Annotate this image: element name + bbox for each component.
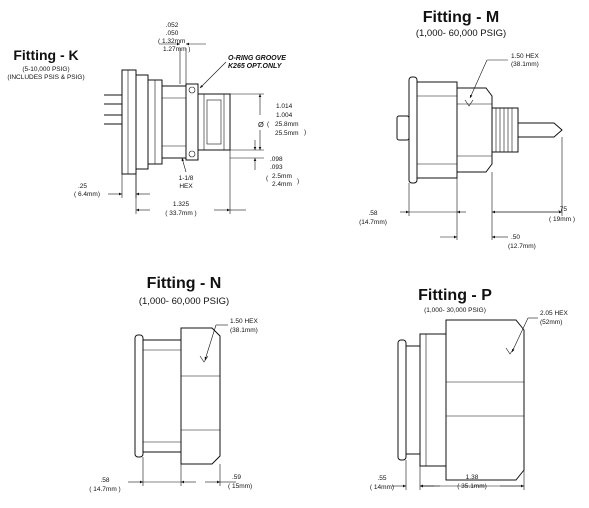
fitting-p: Fitting - P (1,000- 30,000 PSIG) 2.05 HE… xyxy=(370,287,569,491)
k-dia-c: 25.8mm xyxy=(275,121,298,128)
n-body-a: .58 xyxy=(100,477,109,484)
k-dep-paren-close: ) xyxy=(297,178,299,185)
k-tol-b: .050 xyxy=(166,30,179,37)
m-body-a: .58 xyxy=(368,210,377,217)
k-dia-paren-close: ) xyxy=(304,129,306,136)
p-hex-a: 2.05 HEX xyxy=(540,310,568,317)
m-tip-a: .75 xyxy=(558,206,567,213)
fitting-p-body xyxy=(397,319,525,481)
n-hex-a: 1.50 HEX xyxy=(230,318,258,325)
k-len-a: 1.325 xyxy=(173,201,190,208)
fitting-k-range: (5-10,000 PSIG) xyxy=(22,66,69,73)
fitting-m-dimensions: 1.50 HEX (38.1mm) .58 (14.7mm) .75 ( 19m… xyxy=(359,53,575,250)
k-len-b: ( 33.7mm ) xyxy=(165,210,196,217)
n-hexlen-b: ( 15mm) xyxy=(228,483,252,490)
fitting-k-title: Fitting - K xyxy=(13,47,78,63)
fitting-k-body xyxy=(104,69,231,175)
m-hex-b: (38.1mm) xyxy=(511,61,539,68)
n-hexlen-a: .59 xyxy=(232,474,241,481)
fitting-n-dimensions: 1.50 HEX (38.1mm) .58 ( 14.7mm ) .59 ( 1… xyxy=(89,318,258,493)
p-body-b: ( 14mm) xyxy=(370,484,394,491)
n-body-b: ( 14.7mm ) xyxy=(89,486,120,493)
m-hexlen-b: (12.7mm) xyxy=(508,243,536,250)
fitting-p-title: Fitting - P xyxy=(418,287,492,304)
fitting-k-note: (INCLUDES PSIS & PSIG) xyxy=(7,74,84,81)
k-flange-b: ( 6.4mm) xyxy=(74,191,100,198)
p-body-a: .55 xyxy=(377,475,386,482)
fitting-k-dimensions: .052 .050 ( 1.32mm 1.27mm ) O-RING GROOV… xyxy=(74,22,306,217)
fitting-m-title: Fitting - M xyxy=(423,9,499,26)
k-dep-c: 2.5mm xyxy=(272,173,292,180)
m-hex-a: 1.50 HEX xyxy=(511,53,539,60)
k-dep-d: 2.4mm xyxy=(272,181,292,188)
k-dia-symbol: Ø xyxy=(258,120,264,129)
fitting-p-range: (1,000- 30,000 PSIG) xyxy=(424,307,486,314)
k-tol-c: ( 1.32mm xyxy=(158,38,185,45)
k-dia-d: 25.5mm xyxy=(275,130,298,137)
k-dia-a: 1.014 xyxy=(276,103,293,110)
fitting-m-body xyxy=(396,76,563,184)
k-hex-a: 1-1/8 xyxy=(179,175,194,182)
k-dep-paren-open: ( xyxy=(266,175,269,182)
fitting-m: Fitting - M (1,000- 60,000 PSIG) xyxy=(359,9,575,250)
k-tol-d: 1.27mm ) xyxy=(163,46,190,53)
k-flange-a: .25 xyxy=(78,183,87,190)
k-dia-paren-open: ( xyxy=(267,121,270,128)
fitting-k: Fitting - K (5-10,000 PSIG) (INCLUDES PS… xyxy=(7,22,306,217)
k-groove-note-2: K265 OPT.ONLY xyxy=(228,63,283,70)
p-hexlen-a: 1.38 xyxy=(466,474,479,481)
fitting-n-title: Fitting - N xyxy=(147,275,222,292)
k-dia-b: 1.004 xyxy=(276,112,293,119)
fitting-n: Fitting - N (1,000- 60,000 PSIG) 1.50 HE… xyxy=(89,275,258,493)
k-groove-note-1: O-RING GROOVE xyxy=(228,55,286,62)
k-dep-b: .093 xyxy=(270,164,283,171)
fitting-n-body xyxy=(134,327,221,465)
fitting-m-range: (1,000- 60,000 PSIG) xyxy=(416,28,506,39)
fitting-n-range: (1,000- 60,000 PSIG) xyxy=(139,296,229,307)
k-hex-b: HEX xyxy=(179,183,193,190)
k-tol-a: .052 xyxy=(166,22,179,29)
m-hexlen-a: .50 xyxy=(511,234,520,241)
p-hex-b: (52mm) xyxy=(540,319,562,326)
fitting-p-dimensions: 2.05 HEX (52mm) .55 ( 14mm) 1.38 ( 35.1m… xyxy=(370,310,569,491)
k-dep-a: .098 xyxy=(270,156,283,163)
m-body-b: (14.7mm) xyxy=(359,219,387,226)
m-tip-b: ( 19mm ) xyxy=(549,216,575,223)
n-hex-b: (38.1mm) xyxy=(230,327,258,334)
p-hexlen-b: ( 35.1mm) xyxy=(457,483,487,490)
